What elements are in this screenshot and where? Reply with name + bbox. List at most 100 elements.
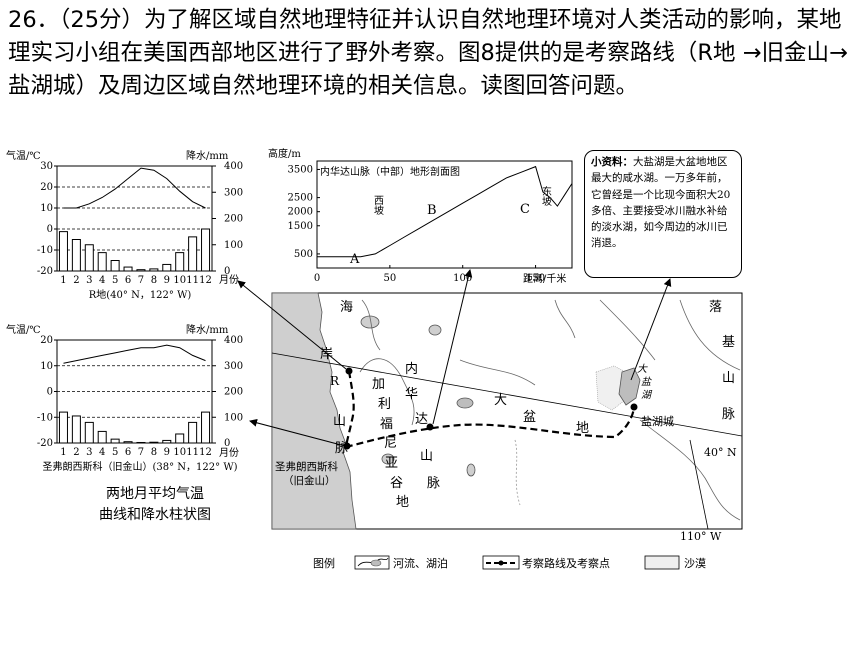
precip-bar <box>110 438 120 444</box>
precip-bar <box>123 266 133 272</box>
slc-label: 盐湖城 <box>641 415 674 428</box>
nevada-label: 脉 <box>427 476 440 491</box>
legend-river-label: 河流、湖泊 <box>393 556 448 570</box>
precip-tick-label: 0 <box>224 266 230 277</box>
precip-bar <box>162 263 172 272</box>
precip-bar <box>188 236 198 272</box>
survey-point-sf <box>343 442 351 450</box>
temp-tick-label: 20 <box>40 335 53 346</box>
precip-tick-label: 300 <box>224 361 243 372</box>
profile-xtick-label: 100 <box>453 273 472 284</box>
month-tick-label: 1 <box>60 275 66 286</box>
month-tick-label: 12 <box>199 275 212 286</box>
month-tick-label: 5 <box>112 447 118 458</box>
month-tick-label: 10 <box>173 275 186 286</box>
month-tick-label: 11 <box>186 275 199 286</box>
r-label: R <box>330 374 340 388</box>
precip-tick-label: 400 <box>224 335 243 346</box>
month-tick-label: 7 <box>138 447 144 458</box>
survey-point-slc <box>630 403 638 411</box>
month-tick-label: 8 <box>151 447 157 458</box>
temp-tick-label: -10 <box>37 412 53 423</box>
month-tick-label: 7 <box>138 275 144 286</box>
river <box>554 299 576 339</box>
precip-bar <box>175 252 185 272</box>
month-tick-label: 4 <box>99 447 105 458</box>
river <box>359 358 415 426</box>
sf-label-2: （旧金山） <box>283 474 336 487</box>
station-label: R地(40° N，122° W) <box>89 288 192 301</box>
point-a: A <box>349 252 360 267</box>
precip-bar <box>162 439 172 444</box>
station-label: 圣弗朗西斯科（旧金山）(38° N，122° W) <box>43 460 238 473</box>
profile-title: 内华达山脉（中部）地形剖面图 <box>320 165 460 178</box>
caption-line-1: 两地月平均气温 <box>106 486 204 502</box>
river <box>514 439 521 506</box>
arrow-nevada-to-profile <box>432 269 473 425</box>
profile-ytick-label: 2500 <box>288 193 313 204</box>
basin-label: 大 <box>494 393 507 408</box>
valley-label: 福 <box>380 417 393 432</box>
temp-tick-label: 10 <box>40 203 53 214</box>
point-c: C <box>520 202 530 217</box>
lake <box>456 397 474 409</box>
basin-label: 盆 <box>523 410 536 425</box>
info-body: 大盐湖是大盆地地区最大的咸水湖。一万多年前，它曾经是一个比现今面积大20多倍、主… <box>591 156 731 250</box>
precip-tick-label: 300 <box>224 187 243 198</box>
rocky-label: 落 <box>709 300 722 315</box>
month-tick-label: 11 <box>186 447 199 458</box>
valley-label: 亚 <box>385 456 398 471</box>
month-tick-label: 3 <box>86 275 92 286</box>
valley-label: 尼 <box>384 436 397 451</box>
nevada-label: 内 <box>405 361 418 377</box>
valley-label: 谷 <box>390 476 403 491</box>
precip-bar <box>201 411 211 444</box>
map: 海 岸 山 脉 内 华 达 山 脉 加 利 福 尼 亚 谷 地 大 盆 地 落 … <box>271 292 743 543</box>
coast-label: 山 <box>333 414 346 429</box>
profile-xtick-label: 150 <box>526 273 545 284</box>
month-tick-label: 6 <box>125 447 131 458</box>
latitude-40-line <box>271 352 743 437</box>
precip-axis-label: 降水/mm <box>186 323 229 336</box>
coast-label: 脉 <box>335 441 348 456</box>
climate-caption: 两地月平均气温 曲线和降水柱状图 <box>55 484 255 526</box>
profile-xtick-label: 50 <box>383 273 396 284</box>
lake-icon <box>370 559 382 567</box>
legend-route-label: 考察路线及考察点 <box>522 556 610 570</box>
month-tick-label: 8 <box>151 275 157 286</box>
profile-xtick-label: 0 <box>314 273 320 284</box>
valley-label: 加 <box>372 377 385 392</box>
precip-bar <box>84 421 94 444</box>
profile-curve <box>317 165 573 258</box>
month-tick-label: 10 <box>173 447 186 458</box>
temp-tick-label: 0 <box>47 224 53 235</box>
lake-label: 盐 <box>641 376 652 388</box>
month-tick-label: 12 <box>199 447 212 458</box>
month-tick-label: 9 <box>164 447 170 458</box>
east-slope-label: 东坡 <box>540 185 552 207</box>
river <box>459 359 536 386</box>
temp-axis-label: 气温/℃ <box>6 323 41 336</box>
profile-ytick-label: 500 <box>294 249 313 260</box>
precip-bar <box>58 231 68 272</box>
month-tick-label: 9 <box>164 275 170 286</box>
nevada-label: 华 <box>405 387 418 402</box>
survey-point-r <box>345 367 353 375</box>
temp-curve <box>63 344 206 364</box>
month-label: 月份 <box>219 447 239 459</box>
precip-bar <box>58 411 68 444</box>
precip-tick-label: 200 <box>224 214 243 225</box>
valley-label: 利 <box>378 397 391 412</box>
month-tick-label: 4 <box>99 275 105 286</box>
lake-label: 大 <box>637 363 648 375</box>
month-tick-label: 5 <box>112 275 118 286</box>
valley-label: 地 <box>396 495 409 510</box>
precip-axis-label: 降水/mm <box>186 149 229 162</box>
question-text: 26．（25分）为了解区域自然地理特征并认识自然地理环境对人类活动的影响，某地理… <box>8 7 848 99</box>
profile-ylabel: 高度/m <box>268 147 301 160</box>
basin-label: 地 <box>576 421 589 436</box>
profile-ytick-label: 1500 <box>288 221 313 232</box>
precip-bar <box>188 421 198 444</box>
